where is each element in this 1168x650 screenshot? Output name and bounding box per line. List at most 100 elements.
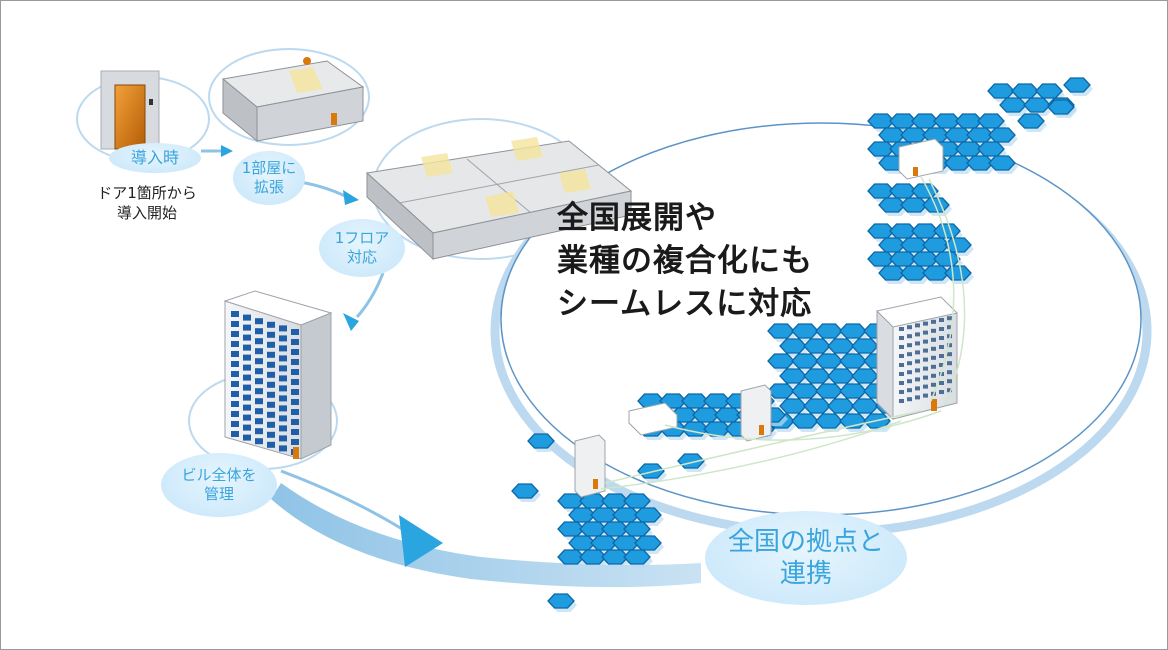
hex-cell	[623, 549, 651, 565]
hex-cell	[944, 237, 972, 253]
hex-cell	[988, 127, 1016, 143]
window	[279, 385, 287, 392]
window	[915, 377, 920, 382]
room-icon	[221, 57, 365, 143]
hex-cell	[791, 383, 819, 399]
window	[243, 414, 251, 421]
window	[231, 401, 239, 407]
hex-cell	[767, 353, 795, 369]
window	[899, 327, 904, 331]
hex-cell	[827, 338, 855, 354]
window	[931, 355, 936, 360]
arrow-icon	[399, 515, 443, 567]
window	[255, 388, 263, 395]
hex-cell	[878, 265, 906, 281]
nationwide-label: 全国の拠点と 連携	[705, 511, 907, 605]
window	[279, 345, 287, 352]
window	[267, 341, 275, 348]
window	[907, 343, 912, 348]
window	[255, 428, 263, 435]
window	[947, 379, 952, 384]
window	[915, 395, 920, 400]
window	[267, 421, 275, 428]
window	[279, 365, 287, 372]
hex-cell	[933, 223, 961, 239]
window	[899, 399, 904, 403]
arrow-icon	[221, 145, 233, 157]
window	[279, 335, 287, 342]
window	[915, 368, 920, 373]
window	[255, 338, 263, 345]
window	[267, 361, 275, 368]
window	[231, 381, 239, 387]
hex-cell	[815, 353, 843, 369]
window	[291, 419, 299, 425]
big-arrow-body	[271, 483, 701, 588]
hex-cell	[1011, 83, 1039, 99]
window	[267, 331, 275, 338]
hex-cell	[623, 493, 651, 509]
window	[243, 314, 251, 321]
intro-label: 導入時	[109, 143, 201, 173]
window	[231, 411, 239, 417]
window	[231, 361, 239, 367]
window	[899, 381, 904, 385]
hex-cell	[1063, 77, 1091, 93]
window	[939, 363, 944, 367]
window	[267, 371, 275, 378]
window	[231, 391, 239, 397]
window	[255, 328, 263, 335]
hex-cell	[815, 383, 843, 399]
room-label: 1部屋に 拡張	[233, 151, 305, 205]
window	[291, 409, 299, 415]
hex-cell	[779, 398, 807, 414]
window	[255, 408, 263, 415]
window	[939, 354, 944, 358]
hex-cell	[634, 535, 662, 551]
window	[291, 329, 299, 335]
window	[279, 395, 287, 402]
window	[243, 404, 251, 411]
hex-cell	[839, 353, 867, 369]
window	[915, 350, 920, 355]
floor-icon	[365, 137, 633, 261]
window	[267, 411, 275, 418]
window	[231, 351, 239, 357]
window	[899, 336, 904, 340]
building-icon	[223, 290, 333, 460]
window	[923, 357, 928, 362]
window	[231, 371, 239, 377]
window	[267, 321, 275, 328]
window	[279, 325, 287, 332]
window	[923, 339, 928, 344]
building-label: ビル全体を 管理	[161, 453, 277, 517]
hex-cell	[851, 398, 879, 414]
window	[243, 324, 251, 331]
hex-cell	[601, 549, 629, 565]
window	[279, 445, 287, 452]
hex-cell	[977, 113, 1005, 129]
window	[279, 375, 287, 382]
hex-cell	[791, 323, 819, 339]
network-links	[600, 176, 966, 490]
hex-cell	[803, 368, 831, 384]
window	[291, 429, 299, 435]
arrow-icon	[343, 190, 359, 205]
hex-cell	[1017, 113, 1045, 129]
window	[291, 389, 299, 395]
hex-cell	[779, 338, 807, 354]
window	[939, 336, 944, 340]
window	[267, 381, 275, 388]
window	[915, 386, 920, 391]
window	[923, 348, 928, 353]
hex-cell	[637, 463, 665, 479]
hex-cell	[579, 549, 607, 565]
window	[291, 349, 299, 355]
window	[907, 325, 912, 330]
window	[291, 399, 299, 405]
window	[267, 351, 275, 358]
window	[231, 421, 239, 427]
door-icon	[100, 70, 160, 150]
window	[915, 332, 920, 337]
